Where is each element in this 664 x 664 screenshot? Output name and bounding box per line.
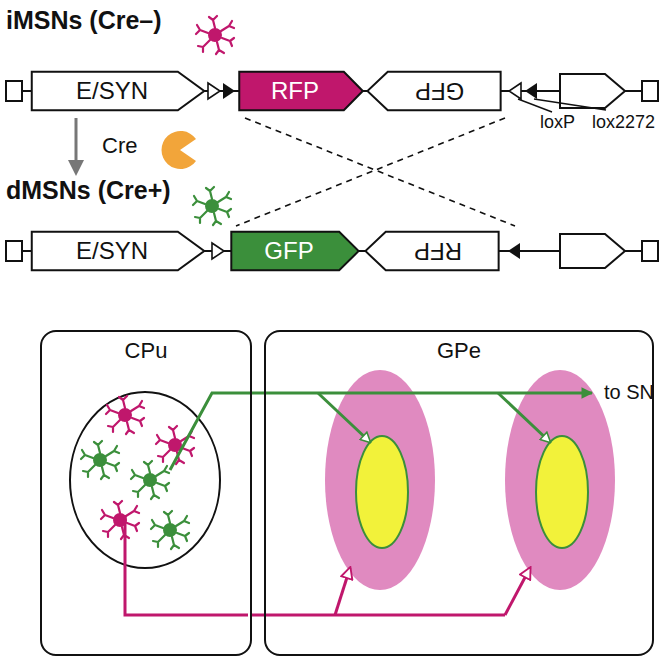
region-name: CPu [125,338,168,364]
region-name: GPe [437,338,481,364]
site-label: lox2272 [592,112,655,133]
target-label: to SN [604,381,654,404]
rfp-inverted: RFP [364,230,500,272]
gene-name: RFP [271,77,319,105]
promoter-arrow: E/SYN [30,230,206,272]
cell-type-label: dMSNs (Cre+) [6,176,171,205]
cell-type-label: iMSNs (Cre–) [6,6,162,35]
region-box: CPu [40,330,252,656]
gene-name: GFP [264,237,313,265]
promoter-arrow: E/SYN [30,70,206,112]
region-box: GPe [264,330,654,656]
gene-name: RFP [414,237,462,265]
gene-name: GFP [415,77,464,105]
projection-line [250,568,530,615]
gene-name: E/SYN [76,77,148,105]
gfp-gene: GFP [230,230,360,272]
rfp-gene: RFP [238,70,364,112]
enzyme-label: Cre [102,133,137,159]
site-label: loxP [540,112,575,133]
gene-name: E/SYN [76,237,148,265]
gfp-inverted: GFP [366,70,502,112]
